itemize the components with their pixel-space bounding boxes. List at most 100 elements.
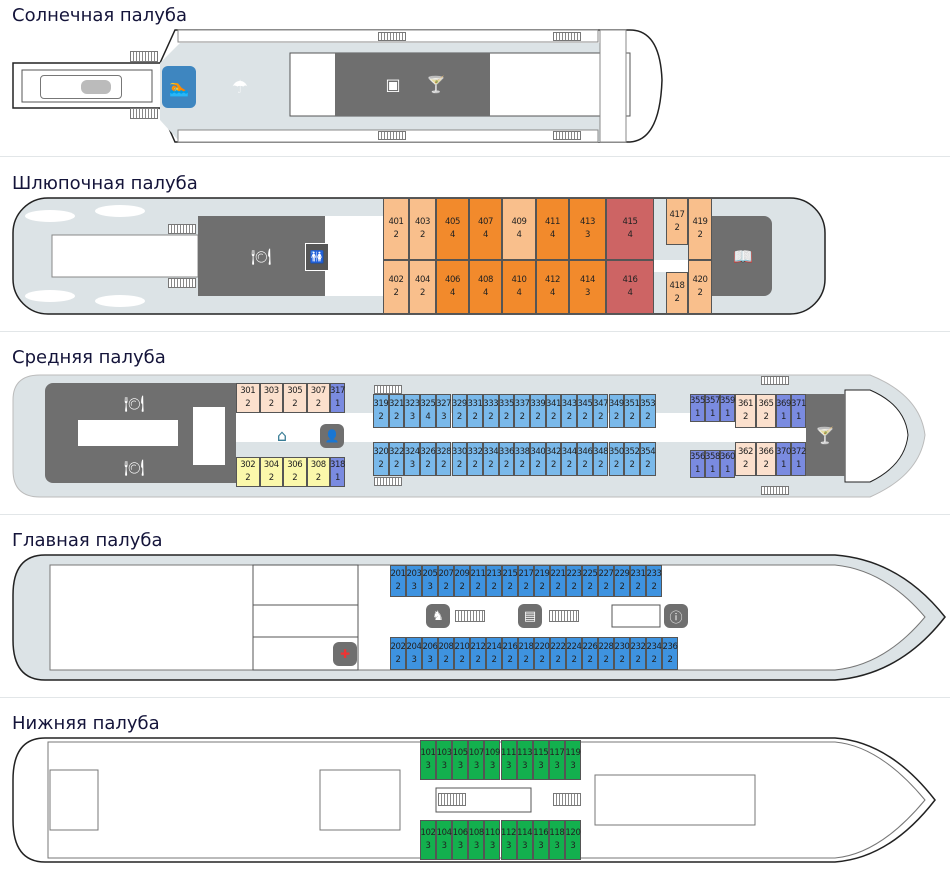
cabin-343[interactable]: 3432 bbox=[561, 394, 577, 428]
cabin-350[interactable]: 3502 bbox=[608, 442, 624, 476]
cabin-116[interactable]: 1163 bbox=[532, 820, 549, 860]
cabin-120[interactable]: 1203 bbox=[564, 820, 581, 860]
cabin-408[interactable]: 4084 bbox=[469, 260, 502, 314]
cabin-301[interactable]: 3012 bbox=[236, 383, 260, 413]
cabin-338[interactable]: 3382 bbox=[514, 442, 530, 476]
cabin-411[interactable]: 4114 bbox=[536, 198, 569, 260]
cabin-339[interactable]: 3392 bbox=[530, 394, 546, 428]
cabin-224[interactable]: 2242 bbox=[566, 637, 582, 670]
cabin-106[interactable]: 1063 bbox=[452, 820, 469, 860]
cabin-232[interactable]: 2322 bbox=[630, 637, 646, 670]
cabin-217[interactable]: 2172 bbox=[518, 565, 534, 597]
cabin-205[interactable]: 2053 bbox=[422, 565, 438, 597]
cabin-415[interactable]: 4154 bbox=[606, 198, 654, 260]
cabin-330[interactable]: 3302 bbox=[451, 442, 467, 476]
cabin-214[interactable]: 2142 bbox=[486, 637, 502, 670]
cabin-329[interactable]: 3292 bbox=[451, 394, 467, 428]
cabin-308[interactable]: 3082 bbox=[306, 457, 330, 487]
cabin-355[interactable]: 3551 bbox=[690, 394, 705, 422]
cabin-218[interactable]: 2182 bbox=[518, 637, 534, 670]
cabin-404[interactable]: 4042 bbox=[409, 260, 436, 314]
cabin-324[interactable]: 3243 bbox=[404, 442, 420, 476]
cabin-401[interactable]: 4012 bbox=[383, 198, 409, 260]
cabin-117[interactable]: 1173 bbox=[548, 740, 565, 780]
cabin-317[interactable]: 3171 bbox=[330, 383, 345, 413]
cabin-101[interactable]: 1013 bbox=[420, 740, 437, 780]
cabin-202[interactable]: 2022 bbox=[390, 637, 406, 670]
cabin-216[interactable]: 2162 bbox=[502, 637, 518, 670]
cabin-359[interactable]: 3591 bbox=[720, 394, 735, 422]
cabin-111[interactable]: 1113 bbox=[500, 740, 517, 780]
cabin-414[interactable]: 4143 bbox=[569, 260, 606, 314]
cabin-220[interactable]: 2202 bbox=[534, 637, 550, 670]
cabin-341[interactable]: 3412 bbox=[545, 394, 561, 428]
cabin-108[interactable]: 1083 bbox=[468, 820, 485, 860]
cabin-345[interactable]: 3452 bbox=[577, 394, 593, 428]
cabin-362[interactable]: 3622 bbox=[735, 442, 756, 476]
cabin-118[interactable]: 1183 bbox=[548, 820, 565, 860]
cabin-420[interactable]: 4202 bbox=[688, 260, 712, 314]
cabin-409[interactable]: 4094 bbox=[502, 198, 536, 260]
cabin-227[interactable]: 2272 bbox=[598, 565, 614, 597]
cabin-306[interactable]: 3062 bbox=[283, 457, 307, 487]
cabin-336[interactable]: 3362 bbox=[498, 442, 514, 476]
cabin-418[interactable]: 4182 bbox=[666, 272, 688, 314]
cabin-353[interactable]: 3532 bbox=[639, 394, 656, 428]
cabin-228[interactable]: 2282 bbox=[598, 637, 614, 670]
cabin-327[interactable]: 3273 bbox=[435, 394, 452, 428]
cabin-360[interactable]: 3601 bbox=[720, 450, 735, 478]
cabin-337[interactable]: 3372 bbox=[514, 394, 530, 428]
cabin-348[interactable]: 3482 bbox=[592, 442, 609, 476]
cabin-416[interactable]: 4164 bbox=[606, 260, 654, 314]
cabin-110[interactable]: 1103 bbox=[484, 820, 501, 860]
cabin-230[interactable]: 2302 bbox=[614, 637, 630, 670]
cabin-410[interactable]: 4104 bbox=[502, 260, 536, 314]
cabin-222[interactable]: 2222 bbox=[550, 637, 566, 670]
cabin-344[interactable]: 3442 bbox=[561, 442, 577, 476]
cabin-303[interactable]: 3032 bbox=[259, 383, 283, 413]
cabin-340[interactable]: 3402 bbox=[530, 442, 546, 476]
cabin-229[interactable]: 2292 bbox=[614, 565, 630, 597]
cabin-332[interactable]: 3322 bbox=[467, 442, 483, 476]
cabin-209[interactable]: 2092 bbox=[454, 565, 470, 597]
cabin-357[interactable]: 3571 bbox=[705, 394, 720, 422]
cabin-236[interactable]: 2362 bbox=[662, 637, 678, 670]
cabin-219[interactable]: 2192 bbox=[534, 565, 550, 597]
cabin-226[interactable]: 2262 bbox=[582, 637, 598, 670]
cabin-361[interactable]: 3612 bbox=[735, 394, 756, 428]
cabin-102[interactable]: 1023 bbox=[420, 820, 437, 860]
cabin-231[interactable]: 2312 bbox=[630, 565, 646, 597]
cabin-413[interactable]: 4133 bbox=[569, 198, 606, 260]
cabin-233[interactable]: 2332 bbox=[646, 565, 662, 597]
cabin-113[interactable]: 1133 bbox=[516, 740, 533, 780]
cabin-326[interactable]: 3262 bbox=[420, 442, 436, 476]
cabin-406[interactable]: 4064 bbox=[436, 260, 469, 314]
cabin-369[interactable]: 3691 bbox=[776, 394, 791, 428]
cabin-211[interactable]: 2112 bbox=[470, 565, 486, 597]
cabin-358[interactable]: 3581 bbox=[705, 450, 720, 478]
cabin-365[interactable]: 3652 bbox=[756, 394, 776, 428]
cabin-405[interactable]: 4054 bbox=[436, 198, 469, 260]
cabin-372[interactable]: 3721 bbox=[791, 442, 806, 476]
cabin-210[interactable]: 2102 bbox=[454, 637, 470, 670]
cabin-104[interactable]: 1043 bbox=[436, 820, 453, 860]
cabin-419[interactable]: 4192 bbox=[688, 198, 712, 260]
cabin-347[interactable]: 3472 bbox=[592, 394, 609, 428]
cabin-403[interactable]: 4032 bbox=[409, 198, 436, 260]
cabin-201[interactable]: 2012 bbox=[390, 565, 406, 597]
cabin-109[interactable]: 1093 bbox=[484, 740, 501, 780]
cabin-225[interactable]: 2252 bbox=[582, 565, 598, 597]
cabin-323[interactable]: 3233 bbox=[404, 394, 420, 428]
cabin-207[interactable]: 2072 bbox=[438, 565, 454, 597]
cabin-107[interactable]: 1073 bbox=[468, 740, 485, 780]
cabin-328[interactable]: 3282 bbox=[435, 442, 452, 476]
cabin-206[interactable]: 2063 bbox=[422, 637, 438, 670]
cabin-331[interactable]: 3312 bbox=[467, 394, 483, 428]
cabin-412[interactable]: 4124 bbox=[536, 260, 569, 314]
cabin-325[interactable]: 3254 bbox=[420, 394, 436, 428]
cabin-417[interactable]: 4172 bbox=[666, 198, 688, 245]
cabin-370[interactable]: 3701 bbox=[776, 442, 791, 476]
cabin-322[interactable]: 3222 bbox=[388, 442, 404, 476]
cabin-304[interactable]: 3042 bbox=[259, 457, 283, 487]
cabin-105[interactable]: 1053 bbox=[452, 740, 469, 780]
